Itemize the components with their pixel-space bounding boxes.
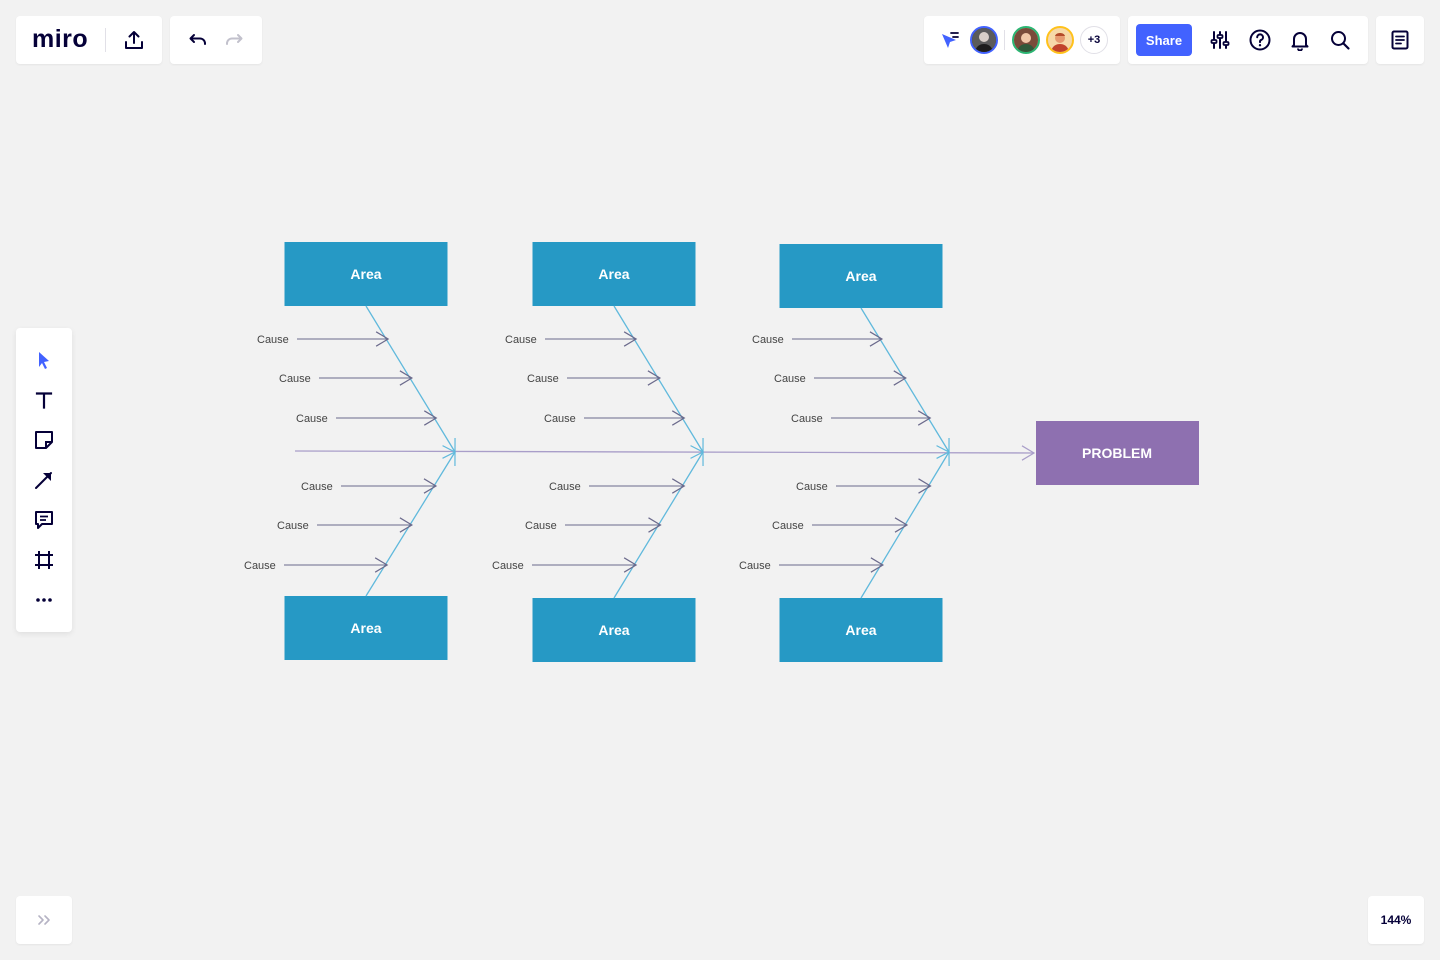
collaborator-avatar[interactable]	[1012, 26, 1040, 54]
comment-icon	[35, 511, 53, 529]
cause-label[interactable]: Cause	[301, 481, 333, 493]
problem-box[interactable]	[1036, 421, 1199, 485]
arrowhead	[442, 451, 456, 467]
cause-label[interactable]: Cause	[525, 520, 557, 532]
area-label: Area	[350, 266, 381, 282]
share-button[interactable]: Share	[1136, 24, 1192, 56]
collaborators-divider	[1004, 30, 1005, 50]
arrowhead	[399, 370, 414, 386]
cause-label[interactable]: Cause	[296, 413, 328, 425]
notes-icon[interactable]	[1384, 24, 1416, 56]
arrowhead	[399, 517, 414, 533]
arrowhead	[623, 331, 638, 347]
arrowhead	[917, 410, 932, 426]
area-label: Area	[598, 266, 629, 282]
cursor-follow-icon[interactable]	[933, 24, 965, 56]
arrowhead	[918, 478, 932, 494]
area-label: Area	[845, 268, 876, 284]
arrowhead	[893, 370, 907, 386]
collaborators-panel: +3	[924, 16, 1120, 64]
redo-icon[interactable]	[218, 24, 250, 56]
cause-label[interactable]: Cause	[791, 413, 823, 425]
area-label: Area	[598, 622, 629, 638]
history-controls	[170, 16, 262, 64]
zoom-panel: 144%	[1368, 896, 1424, 944]
area-box[interactable]	[532, 598, 696, 662]
arrowhead	[423, 478, 438, 494]
spine-line[interactable]	[294, 450, 1035, 454]
more-horizontal-icon	[36, 598, 52, 602]
undo-icon[interactable]	[182, 24, 214, 56]
creation-toolbar	[16, 328, 72, 632]
actions-panel: Share	[1128, 16, 1368, 64]
more-collaborators-badge[interactable]: +3	[1080, 26, 1108, 54]
area-box[interactable]	[779, 244, 943, 308]
sticky-note-tool[interactable]	[28, 424, 60, 456]
connector-tool[interactable]	[28, 464, 60, 496]
more-tools[interactable]	[28, 584, 60, 616]
bell-icon[interactable]	[1284, 24, 1316, 56]
arrowhead	[647, 370, 662, 386]
cause-label[interactable]: Cause	[257, 334, 289, 346]
header-divider	[105, 28, 106, 52]
sliders-icon[interactable]	[1204, 24, 1236, 56]
arrowhead	[375, 331, 390, 347]
cause-label[interactable]: Cause	[244, 560, 276, 572]
area-label: Area	[350, 620, 381, 636]
collaborator-avatar[interactable]	[1046, 26, 1074, 54]
arrowhead	[671, 478, 686, 494]
text-tool[interactable]	[28, 384, 60, 416]
zoom-level[interactable]: 144%	[1380, 913, 1412, 927]
select-tool[interactable]	[28, 344, 60, 376]
frame-tool[interactable]	[28, 544, 60, 576]
cause-label[interactable]: Cause	[527, 373, 559, 385]
frame-icon	[35, 551, 53, 569]
cause-label[interactable]: Cause	[752, 334, 784, 346]
area-box[interactable]	[532, 242, 696, 306]
board-header: miro	[16, 16, 162, 64]
arrow-icon	[35, 472, 52, 489]
arrowhead	[1021, 445, 1036, 461]
area-label: Area	[845, 622, 876, 638]
arrowhead	[374, 557, 389, 573]
collaborator-avatar[interactable]	[970, 26, 998, 54]
sticky-note-icon	[35, 431, 53, 449]
upload-icon[interactable]	[118, 24, 150, 56]
arrowhead	[671, 410, 686, 426]
area-box[interactable]	[284, 596, 448, 660]
search-icon[interactable]	[1324, 24, 1356, 56]
problem-label: PROBLEM	[1082, 445, 1152, 461]
cause-label[interactable]: Cause	[774, 373, 806, 385]
cause-label[interactable]: Cause	[544, 413, 576, 425]
boards-expand-panel	[16, 896, 72, 944]
arrowhead	[690, 451, 704, 467]
arrowhead	[423, 410, 438, 426]
cause-label[interactable]: Cause	[279, 373, 311, 385]
arrowhead	[648, 517, 662, 533]
cursor-icon	[39, 352, 49, 369]
area-box[interactable]	[779, 598, 943, 662]
arrowhead	[936, 451, 950, 467]
cause-label[interactable]: Cause	[772, 520, 804, 532]
cause-label[interactable]: Cause	[796, 481, 828, 493]
arrowhead	[894, 517, 909, 533]
cause-label[interactable]: Cause	[549, 481, 581, 493]
double-chevron-right-icon[interactable]	[28, 904, 60, 936]
text-icon	[35, 392, 53, 409]
arrowhead	[870, 557, 885, 573]
miro-logo[interactable]: miro	[32, 25, 89, 53]
cause-label[interactable]: Cause	[277, 520, 309, 532]
cause-label[interactable]: Cause	[739, 560, 771, 572]
area-box[interactable]	[284, 242, 448, 306]
help-circle-icon[interactable]	[1244, 24, 1276, 56]
arrowhead	[623, 557, 638, 573]
cause-label[interactable]: Cause	[492, 560, 524, 572]
comment-tool[interactable]	[28, 504, 60, 536]
category-bone[interactable]	[860, 307, 950, 453]
notes-panel	[1376, 16, 1424, 64]
arrowhead	[869, 331, 884, 347]
cause-label[interactable]: Cause	[505, 334, 537, 346]
